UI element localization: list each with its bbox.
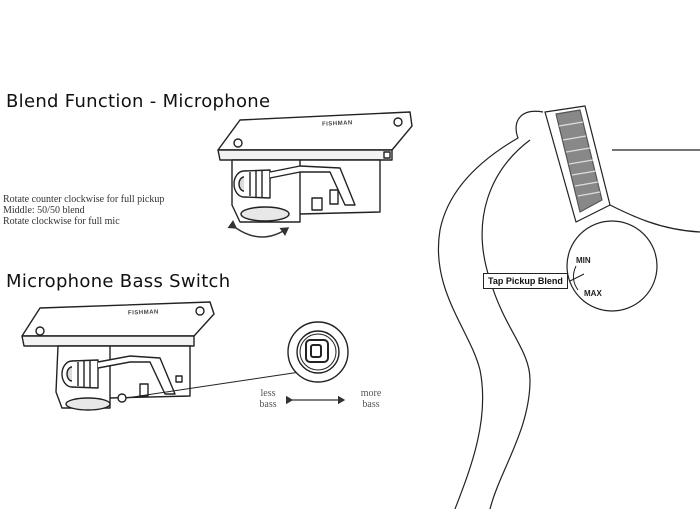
guitar-outline [437,105,700,509]
instruction-line: Middle: 50/50 blend [3,205,85,216]
knob-max-label: MAX [584,289,602,298]
bass-switch-zoom [287,321,349,383]
less-label-line: bass [259,399,277,410]
leader-line [125,371,301,399]
bass-switch-title: Microphone Bass Switch [6,271,231,292]
pickup-unit-blend [217,111,413,223]
instruction-line: Rotate counter clockwise for full pickup [3,194,165,205]
more-label-line: more [360,388,382,399]
knob-min-label: MIN [576,256,591,265]
less-label-line: less [260,388,276,399]
tap-pickup-blend-callout: Tap Pickup Blend [483,273,568,289]
rotation-arrow [227,219,290,238]
callout-pointer [569,273,585,282]
pickup-unit-bass [21,301,215,411]
knob-arc [572,265,579,291]
more-bass-label: more bass [357,388,385,410]
less-bass-label: less bass [256,388,280,410]
blend-instructions: Rotate counter clockwise for full pickup… [3,194,164,227]
more-label-line: bass [362,399,380,410]
instruction-line: Rotate clockwise for full mic [3,216,120,227]
blend-function-title: Blend Function - Microphone [6,91,271,112]
soundhole [566,220,658,312]
brand-logo: FISHMAN [127,309,159,317]
